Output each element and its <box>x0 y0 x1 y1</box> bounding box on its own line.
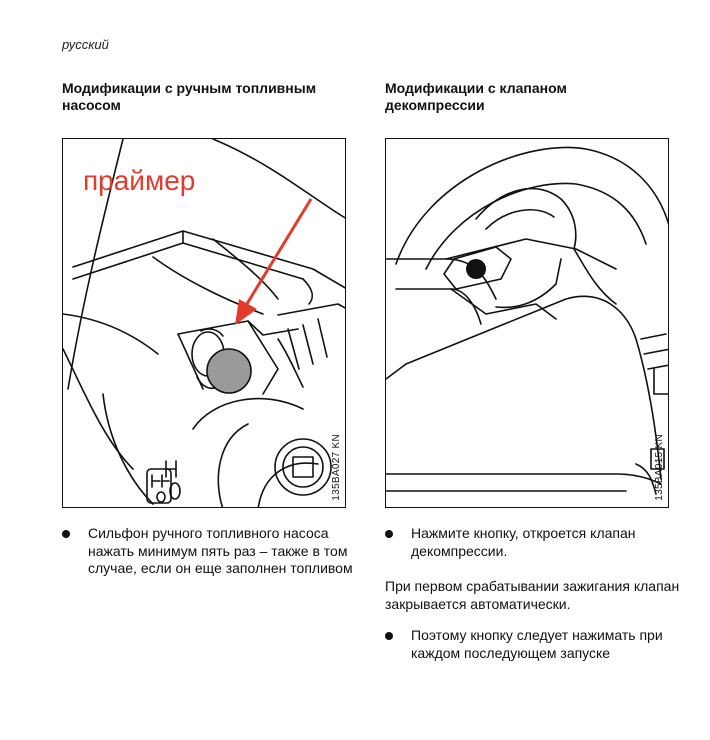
decompression-valve-illustration: 135BA015 KN <box>385 138 669 508</box>
primer-pump-illustration: праймер 135BA027 KN <box>62 138 346 508</box>
left-section-title: Модификации с ручным топливным насосом <box>62 80 317 113</box>
primer-annotation: праймер <box>83 165 196 196</box>
figure-code-right: 135BA015 KN <box>654 434 665 501</box>
primer-bulb <box>206 348 252 394</box>
right-instruction-1-text: Нажмите кнопку, откроется клапан декомпр… <box>411 525 636 559</box>
language-label: русский <box>62 37 109 52</box>
bullet-dot <box>385 632 393 640</box>
figure-code-left: 135BA027 KN <box>331 434 342 501</box>
bullet-dot <box>62 530 70 538</box>
primer-pump-drawing <box>63 139 345 507</box>
right-paragraph: При первом срабатывании зажигания клапан… <box>385 578 680 612</box>
left-instruction-text: Сильфон ручного топливного насоса нажать… <box>88 525 353 576</box>
right-instruction-2-text: Поэтому кнопку следует нажимать при кажд… <box>411 627 663 661</box>
bullet-dot <box>385 530 393 538</box>
decompression-button <box>466 259 486 279</box>
decompression-drawing <box>386 146 668 495</box>
right-section-title: Модификации с клапаном декомпрессии <box>385 80 567 113</box>
